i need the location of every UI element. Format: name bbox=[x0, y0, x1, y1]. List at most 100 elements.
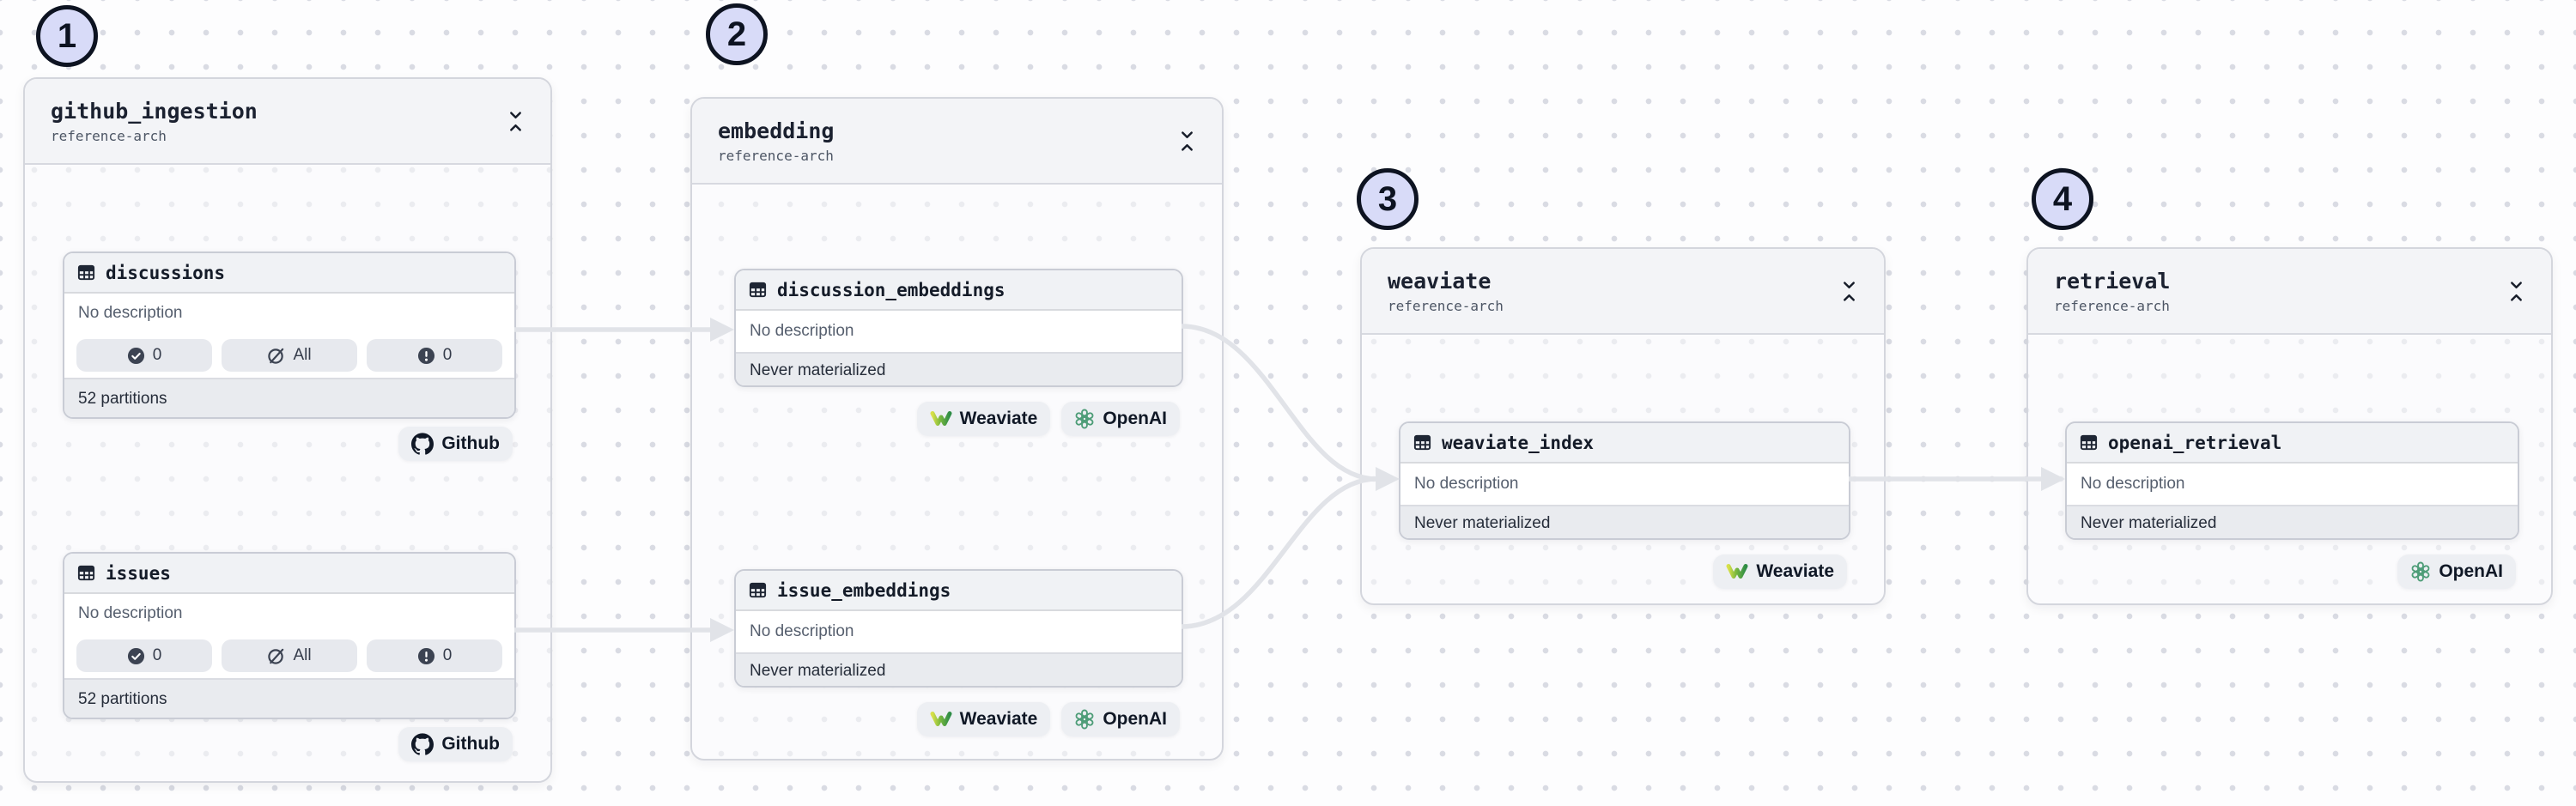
weaviate-icon bbox=[1726, 561, 1748, 583]
group-title: embedding bbox=[718, 118, 835, 143]
pill-label: 0 bbox=[152, 346, 162, 364]
asset-tags: Weaviate OpenAI bbox=[916, 402, 1180, 436]
group-title: github_ingestion bbox=[51, 98, 258, 124]
collapse-icon[interactable] bbox=[2503, 276, 2529, 306]
partitions-failed-pill[interactable]: 0 bbox=[367, 339, 502, 372]
asset-node-issue-embeddings[interactable]: issue_embeddings No description Never ma… bbox=[734, 569, 1183, 688]
tag-weaviate[interactable]: Weaviate bbox=[1713, 555, 1847, 589]
asset-description: No description bbox=[1414, 475, 1519, 493]
group-subtitle: reference-arch bbox=[51, 127, 167, 144]
tag-openai[interactable]: OpenAI bbox=[2397, 555, 2516, 589]
github-icon bbox=[411, 733, 434, 755]
tag-label: OpenAI bbox=[1103, 409, 1167, 428]
tag-label: Github bbox=[441, 734, 500, 754]
alert-circle-icon bbox=[417, 347, 435, 365]
collapse-icon[interactable] bbox=[502, 106, 528, 136]
asset-node-issues[interactable]: issues No description 0 All 0 52 partiti… bbox=[63, 552, 516, 719]
step-badge-1: 1 bbox=[36, 5, 98, 67]
tag-github[interactable]: Github bbox=[398, 427, 513, 461]
asset-tags: Weaviate OpenAI bbox=[916, 702, 1180, 736]
tag-openai[interactable]: OpenAI bbox=[1061, 702, 1180, 736]
openai-icon bbox=[1074, 409, 1095, 429]
group-title: retrieval bbox=[2054, 268, 2171, 294]
tag-label: Weaviate bbox=[1756, 561, 1834, 581]
partitions-missing-pill[interactable]: All bbox=[222, 639, 357, 672]
alert-circle-icon bbox=[417, 647, 435, 665]
pill-label: 0 bbox=[442, 346, 453, 364]
group-header[interactable]: weaviate reference-arch bbox=[1362, 249, 1884, 335]
asset-description: No description bbox=[750, 622, 854, 640]
openai-icon bbox=[1074, 709, 1095, 730]
asset-name: discussion_embeddings bbox=[777, 279, 1005, 300]
asset-description: No description bbox=[78, 304, 183, 322]
asset-group-embedding: embedding reference-arch discussion_embe… bbox=[690, 97, 1224, 761]
partitions-missing-pill[interactable]: All bbox=[222, 339, 357, 372]
asset-name: issues bbox=[106, 562, 171, 584]
group-subtitle: reference-arch bbox=[718, 147, 834, 164]
asset-description: No description bbox=[78, 604, 183, 622]
openai-icon bbox=[2410, 561, 2431, 582]
partitions-count: 52 partitions bbox=[64, 678, 514, 718]
check-circle-icon bbox=[127, 647, 145, 665]
asset-group-github-ingestion: github_ingestion reference-arch discussi… bbox=[23, 77, 552, 783]
weaviate-icon bbox=[930, 408, 952, 430]
partitions-materialized-pill[interactable]: 0 bbox=[76, 639, 212, 672]
table-icon bbox=[76, 563, 96, 583]
table-icon bbox=[1413, 433, 1432, 452]
step-badge-4: 4 bbox=[2032, 168, 2093, 230]
group-titles: retrieval reference-arch bbox=[2054, 269, 2170, 314]
partition-status-row: 0 All 0 bbox=[64, 333, 514, 378]
github-icon bbox=[411, 433, 434, 455]
asset-node-header: openai_retrieval bbox=[2067, 423, 2518, 464]
asset-node-header: weaviate_index bbox=[1400, 423, 1849, 464]
asset-description: No description bbox=[750, 322, 854, 340]
table-icon bbox=[76, 263, 96, 282]
collapse-icon[interactable] bbox=[1836, 276, 1862, 306]
table-icon bbox=[2079, 433, 2099, 452]
partitions-materialized-pill[interactable]: 0 bbox=[76, 339, 212, 372]
tag-github[interactable]: Github bbox=[398, 727, 513, 761]
materialization-status: Never materialized bbox=[736, 652, 1182, 686]
pill-label: 0 bbox=[442, 646, 453, 664]
group-titles: weaviate reference-arch bbox=[1388, 269, 1504, 314]
group-header[interactable]: embedding reference-arch bbox=[692, 99, 1222, 185]
group-header[interactable]: github_ingestion reference-arch bbox=[25, 79, 550, 165]
partition-status-row: 0 All 0 bbox=[64, 633, 514, 678]
tag-openai[interactable]: OpenAI bbox=[1061, 402, 1180, 436]
partitions-failed-pill[interactable]: 0 bbox=[367, 639, 502, 672]
asset-group-weaviate: weaviate reference-arch weaviate_index N… bbox=[1360, 247, 1886, 605]
asset-node-header: discussions bbox=[64, 253, 514, 294]
group-title: weaviate bbox=[1388, 268, 1492, 294]
asset-name: openai_retrieval bbox=[2108, 432, 2282, 453]
step-badge-3: 3 bbox=[1357, 168, 1419, 230]
asset-node-discussion-embeddings[interactable]: discussion_embeddings No description Nev… bbox=[734, 269, 1183, 387]
tag-label: Github bbox=[441, 433, 500, 453]
asset-node-header: issues bbox=[64, 554, 514, 594]
materialization-status: Never materialized bbox=[736, 352, 1182, 385]
group-titles: github_ingestion reference-arch bbox=[51, 99, 258, 144]
asset-node-openai-retrieval[interactable]: openai_retrieval No description Never ma… bbox=[2065, 421, 2519, 540]
tag-weaviate[interactable]: Weaviate bbox=[916, 402, 1051, 436]
materialization-status: Never materialized bbox=[2067, 505, 2518, 538]
asset-node-weaviate-index[interactable]: weaviate_index No description Never mate… bbox=[1399, 421, 1850, 540]
group-header[interactable]: retrieval reference-arch bbox=[2028, 249, 2551, 335]
collapse-icon[interactable] bbox=[1174, 126, 1200, 155]
group-titles: embedding reference-arch bbox=[718, 118, 834, 164]
asset-name: discussions bbox=[106, 262, 226, 283]
table-icon bbox=[748, 580, 768, 600]
table-icon bbox=[748, 280, 768, 300]
tag-weaviate[interactable]: Weaviate bbox=[916, 702, 1051, 736]
asset-name: weaviate_index bbox=[1442, 432, 1595, 453]
tag-label: Weaviate bbox=[959, 409, 1038, 428]
asset-group-retrieval: retrieval reference-arch openai_retrieva… bbox=[2026, 247, 2553, 605]
partitions-count: 52 partitions bbox=[64, 378, 514, 417]
pill-label: All bbox=[293, 646, 312, 664]
asset-node-header: discussion_embeddings bbox=[736, 270, 1182, 311]
asset-node-discussions[interactable]: discussions No description 0 All 0 52 pa… bbox=[63, 251, 516, 419]
asset-name: issue_embeddings bbox=[777, 579, 951, 601]
tag-label: OpenAI bbox=[2439, 561, 2503, 581]
step-badge-2: 2 bbox=[706, 3, 768, 65]
asset-tags: Github bbox=[398, 727, 513, 761]
asset-node-header: issue_embeddings bbox=[736, 571, 1182, 611]
